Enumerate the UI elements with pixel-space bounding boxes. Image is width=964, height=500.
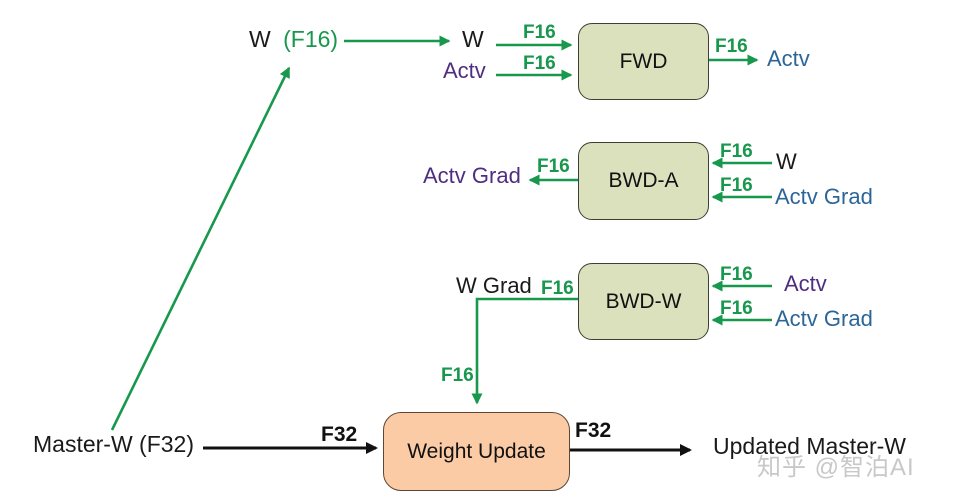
label-f16-bwda-in2: F16 <box>720 175 753 196</box>
watermark-zhihu: 知乎 @智泊AI <box>757 454 915 481</box>
node-weight-update: Weight Update <box>383 412 570 491</box>
label-actv-top: Actv <box>443 58 486 83</box>
label-w-top: W <box>462 26 484 52</box>
label-actv-grad-bwda-in: Actv Grad <box>775 184 873 209</box>
node-fwd-label: FWD <box>619 49 668 73</box>
label-w-f16-w: W <box>249 26 271 52</box>
label-w-f16: W (F16) <box>249 27 338 51</box>
node-bwd-w-label: BWD-W <box>605 289 682 313</box>
node-fwd: FWD <box>578 23 709 100</box>
label-f16-bwdw-in1: F16 <box>720 264 753 285</box>
node-bwd-a: BWD-A <box>578 142 709 220</box>
label-f32-out: F32 <box>575 419 612 442</box>
label-actv-bwdw-in: Actv <box>784 271 827 296</box>
label-f32-in: F32 <box>321 423 358 446</box>
label-f16-fwd-in2: F16 <box>523 53 556 74</box>
node-weight-update-label: Weight Update <box>407 439 546 463</box>
label-f16-bwdw-in2: F16 <box>720 298 753 319</box>
label-f16-fwd-out: F16 <box>715 36 748 57</box>
label-w-grad: W Grad <box>456 273 532 298</box>
label-w-bwda-in: W <box>776 149 797 174</box>
label-f16-bwda-out: F16 <box>537 156 570 177</box>
label-f16-bwdw-out: F16 <box>541 278 574 299</box>
label-updated-master-w: Updated Master-W <box>713 433 907 459</box>
label-w-f16-paren: (F16) <box>283 26 339 52</box>
label-actv-fwd-out: Actv <box>767 46 810 71</box>
node-bwd-a-label: BWD-A <box>608 169 679 192</box>
node-bwd-w: BWD-W <box>578 263 709 340</box>
arrow-wgrad-to-weight-update <box>471 297 578 405</box>
label-master-w: Master-W (F32) <box>33 431 194 457</box>
label-actv-grad-bwdw-in: Actv Grad <box>775 306 873 331</box>
label-actv-grad-bwda-out: Actv Grad <box>423 163 521 188</box>
label-f16-fwd-in1: F16 <box>523 22 556 43</box>
arrow-masterw-to-wf16 <box>110 66 291 431</box>
label-f16-to-weight-update: F16 <box>441 365 474 386</box>
label-f16-bwda-in1: F16 <box>720 141 753 162</box>
